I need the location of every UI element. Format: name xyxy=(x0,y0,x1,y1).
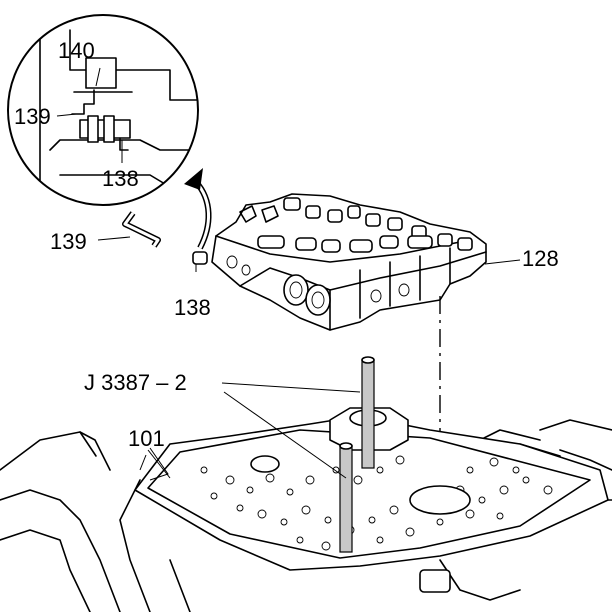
detail-inset xyxy=(7,14,199,206)
fitting-138 xyxy=(192,251,208,272)
callout-139-inset: 139 xyxy=(14,104,51,129)
guide-pins-j3387-2 xyxy=(221,356,375,553)
callout-138: 138 xyxy=(174,295,211,320)
valve-body-128 xyxy=(211,193,521,331)
callout-139: 139 xyxy=(50,229,87,254)
detail-arrow xyxy=(184,168,212,250)
callout-tool-j3387-2: J 3387 – 2 xyxy=(84,370,187,395)
callout-101: 101 xyxy=(128,426,165,451)
callout-128: 128 xyxy=(522,246,559,271)
callout-labels: 140 139 138 139 138 128 J 3387 – 2 101 xyxy=(14,38,559,479)
callout-140: 140 xyxy=(58,38,95,63)
callout-138-inset: 138 xyxy=(102,166,139,191)
clip-139 xyxy=(97,211,161,248)
